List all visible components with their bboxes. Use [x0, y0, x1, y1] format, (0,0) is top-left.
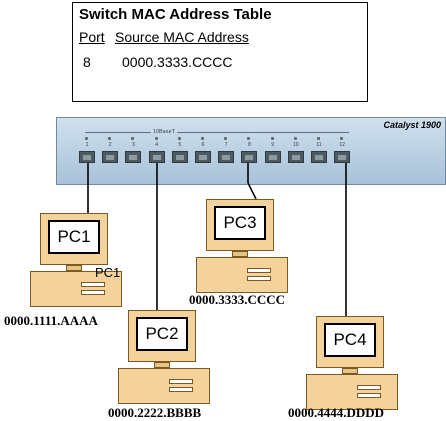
port-number-label: 10 [293, 142, 299, 148]
pc1-drive-icon [81, 290, 105, 295]
port-number-label: 7 [224, 142, 228, 148]
switch-port-10 [287, 151, 304, 163]
switch-port-3 [125, 151, 142, 163]
pc1-overlay-label: PC1 [95, 265, 121, 280]
mac-table-row-mac: 0000.3333.CCCC [122, 54, 233, 70]
mac-table-title: Switch MAC Address Table [79, 6, 272, 23]
switch-10baset-label: 10BaseT [153, 129, 176, 135]
mac-table-source-header: Source MAC Address [115, 29, 249, 45]
port-led-icon [85, 137, 88, 140]
pc3-monitor: PC3 [206, 199, 274, 251]
mac-table-port-header: Port [79, 29, 105, 45]
switch-model-label: Catalyst 1900 [383, 120, 441, 130]
pc4: PC4 [306, 316, 401, 416]
port-led-icon [177, 137, 181, 140]
pc2: PC2 [118, 310, 213, 410]
switch-port-1 [79, 151, 95, 163]
switch-port-2 [102, 151, 119, 163]
port-led-icon [224, 137, 228, 140]
switch-port-6 [195, 151, 211, 163]
port-number-label: 9 [271, 142, 274, 148]
pc1-mac-label: 0000.1111.AAAA [4, 313, 98, 328]
mac-address-table: Switch MAC Address Table Port Source MAC… [72, 2, 368, 102]
pc3: PC3 [196, 199, 291, 299]
pc2-mac-label: 0000.2222.BBBB [108, 405, 202, 420]
pc3-mac-label: 0000.3333.CCCC [189, 292, 286, 307]
pc1-screen-label: PC1 [48, 220, 100, 254]
switch-divider-right [177, 132, 349, 133]
switch-port-7 [218, 151, 235, 163]
pc2-drive-icon [169, 387, 193, 392]
pc3-stand [232, 251, 248, 257]
port-number-label: 5 [178, 142, 182, 148]
switch-port-4 [148, 151, 165, 163]
port-number-label: 1 [85, 142, 89, 148]
port-number-label: 12 [339, 142, 345, 148]
pc4-monitor: PC4 [316, 316, 384, 368]
port-led-icon [247, 137, 251, 140]
pc4-mac-label: 0000.4444.DDDD [288, 405, 385, 420]
pc1-monitor: PC1 [40, 213, 108, 265]
switch-port-12 [334, 151, 351, 163]
switch-port-9 [264, 151, 281, 163]
port-number-label: 3 [132, 142, 135, 148]
switch-divider-left [85, 132, 151, 133]
port-number-label: 8 [248, 142, 251, 148]
pc1: PC1 [30, 213, 125, 313]
pc4-system-unit [306, 374, 398, 410]
pc2-monitor: PC2 [128, 310, 196, 362]
port-number-label: 4 [155, 142, 158, 148]
pc3-drive-icon [247, 268, 271, 273]
switch-port-8 [241, 151, 258, 163]
pc4-drive-icon [357, 385, 381, 390]
pc2-stand [154, 362, 170, 368]
pc2-drive-icon [169, 379, 193, 384]
pc2-screen-label: PC2 [136, 317, 188, 351]
port-number-label: 6 [201, 142, 205, 148]
switch-port-11 [311, 151, 327, 163]
pc1-drive-icon [81, 282, 105, 287]
pc4-drive-icon [357, 393, 381, 398]
port-led-icon [108, 137, 112, 140]
port-led-icon [131, 137, 135, 140]
pc1-system-unit [30, 271, 122, 307]
port-led-icon [340, 137, 344, 140]
pc2-system-unit [118, 368, 210, 404]
pc3-system-unit [196, 257, 288, 293]
pc1-stand [66, 265, 82, 271]
pc4-stand [342, 368, 358, 374]
pc3-screen-label: PC3 [214, 206, 266, 240]
port-led-icon [201, 137, 204, 140]
port-led-icon [317, 137, 320, 140]
switch-port-5 [171, 151, 188, 163]
pc3-drive-icon [247, 276, 271, 281]
port-led-icon [154, 137, 158, 140]
port-led-icon [270, 137, 274, 140]
cable-pc3-angle [247, 182, 257, 200]
port-led-icon [293, 137, 297, 140]
port-number-label: 11 [316, 142, 322, 148]
port-number-label: 2 [108, 142, 112, 148]
pc4-screen-label: PC4 [324, 323, 376, 357]
mac-table-row-port: 8 [83, 54, 91, 70]
